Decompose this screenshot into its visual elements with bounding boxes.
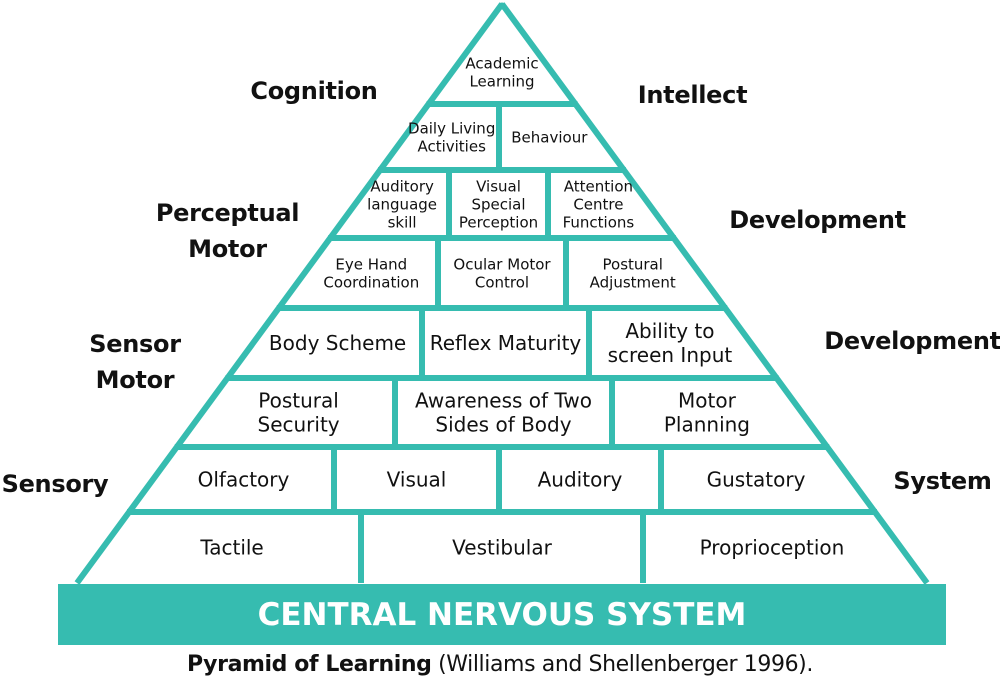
pyramid-cell-label-line: Visual — [387, 468, 447, 492]
pyramid-cell-label: Gustatory — [707, 468, 806, 492]
pyramid-cell-label-line: Centre — [573, 195, 623, 213]
pyramid-cell-label-line: Motor — [678, 389, 737, 413]
pyramid-cell-label-line: Adjustment — [590, 273, 676, 291]
pyramid-cell-label-line: skill — [388, 213, 417, 231]
caption-title: Pyramid of Learning — [187, 652, 432, 677]
pyramid-cell-label-line: Postural — [603, 255, 663, 273]
pyramid-cell-label: Reflex Maturity — [430, 331, 582, 355]
pyramid-cell-label-line: Perception — [459, 213, 538, 231]
pyramid-cell-label-line: Tactile — [199, 536, 263, 560]
base-label-text: CENTRAL NERVOUS SYSTEM — [257, 596, 747, 633]
pyramid-cell-label-line: Auditory — [370, 177, 434, 195]
side-label-line: Sensor — [89, 330, 181, 358]
pyramid-cell-label: Proprioception — [700, 536, 845, 560]
side-label-perceptual-motor: Perceptual Motor — [140, 195, 315, 267]
pyramid-left-edge — [74, 2, 505, 585]
pyramid-lines — [74, 2, 930, 585]
pyramid-cell-label-line: Awareness of Two — [415, 389, 592, 413]
pyramid-right-edge — [499, 2, 930, 585]
pyramid-cell-label-line: Ability to — [625, 319, 714, 343]
side-label-text: Development — [729, 206, 906, 234]
pyramid-cell-label-line: Daily Living — [408, 119, 495, 137]
side-label-line: Motor — [188, 235, 267, 263]
side-label-cognition: Cognition — [235, 73, 393, 109]
pyramid-cell-label: Vestibular — [452, 536, 552, 560]
central-nervous-system-bar — [58, 584, 946, 645]
side-label-text: Sensory — [1, 470, 109, 498]
pyramid-cell-label-line: Ocular Motor — [453, 255, 551, 273]
pyramid-cell-label-line: Eye Hand — [335, 255, 407, 273]
pyramid-apex — [498, 2, 506, 10]
pyramid-cell-label-line: Postural — [258, 389, 339, 413]
pyramid-cell-label-line: Functions — [563, 213, 635, 231]
side-label-development-lower: Development — [815, 323, 1000, 359]
pyramid-cell-label-line: Olfactory — [198, 468, 290, 492]
side-label-sensory: Sensory — [0, 466, 110, 502]
pyramid-cell-label-line: Sides of Body — [435, 413, 571, 437]
pyramid-cell-label-line: Visual — [476, 177, 521, 195]
side-label-intellect: Intellect — [625, 77, 760, 113]
pyramid-cell-label-line: Behaviour — [511, 128, 588, 146]
pyramid-cell-label-line: Activities — [417, 137, 486, 155]
side-label-text: Development — [824, 327, 1000, 355]
pyramid-cell-label: Olfactory — [198, 468, 290, 492]
pyramid-cell-label: Body Scheme — [269, 331, 406, 355]
pyramid-cell-label: Visual — [387, 468, 447, 492]
pyramid-cell-label: Auditory — [538, 468, 623, 492]
central-nervous-system-label: CENTRAL NERVOUS SYSTEM — [58, 584, 946, 645]
pyramid-cell-label-line: Proprioception — [700, 536, 845, 560]
pyramid-cell-label-line: Attention — [564, 177, 633, 195]
pyramid-cell-label-line: Special — [471, 195, 525, 213]
pyramid-cell-label-line: Vestibular — [452, 536, 552, 560]
side-label-development-upper: Development — [720, 202, 915, 238]
caption-citation: (Williams and Shellenberger 1996). — [431, 652, 813, 677]
side-label-line: Perceptual — [155, 199, 300, 227]
side-label-text: Intellect — [637, 81, 748, 109]
pyramid-cell-label-line: language — [367, 195, 437, 213]
pyramid-cell-label-line: Learning — [469, 72, 534, 90]
side-label-line: Motor — [95, 366, 175, 394]
side-label-text: Cognition — [250, 77, 378, 105]
pyramid-cell-label-line: Auditory — [538, 468, 623, 492]
pyramid-cell-label-line: screen Input — [608, 343, 733, 367]
pyramid-cell-label-line: Coordination — [323, 273, 419, 291]
side-label-system: System — [885, 463, 1000, 499]
figure-caption: Pyramid of Learning (Williams and Shelle… — [0, 652, 1000, 677]
pyramid-cell-label-line: Body Scheme — [269, 331, 406, 355]
side-label-text: System — [893, 467, 992, 495]
pyramid-cell-label-line: Planning — [664, 413, 750, 437]
pyramid-cell-label-line: Reflex Maturity — [430, 331, 582, 355]
pyramid-cell-label: Tactile — [199, 536, 263, 560]
pyramid-cell-label: Behaviour — [511, 128, 588, 146]
pyramid-cell-label-line: Security — [258, 413, 340, 437]
pyramid-cell-label-line: Academic — [465, 54, 538, 72]
pyramid-cell-label-line: Control — [475, 273, 529, 291]
pyramid-cell-label-line: Gustatory — [707, 468, 806, 492]
side-label-sensor-motor: Sensor Motor — [75, 326, 195, 398]
